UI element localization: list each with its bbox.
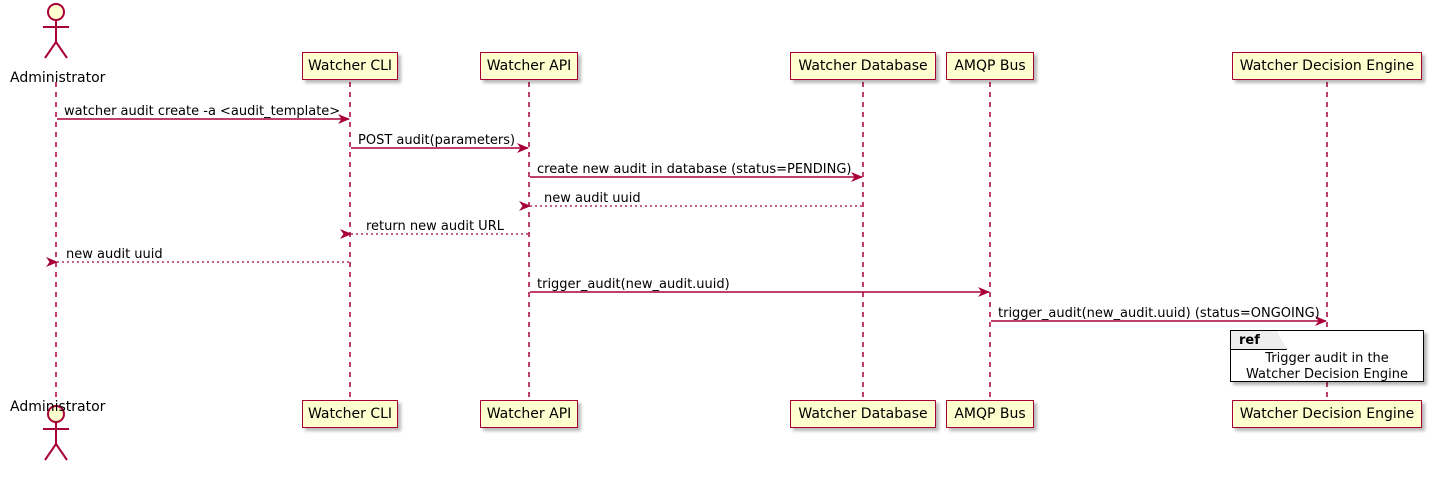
participant-box-watcher-database-bottom[interactable]: Watcher Database [790,400,936,428]
actor-label-administrator-bottom: Administrator [10,399,106,415]
message-label-7: trigger_audit(new_audit.uuid) [537,277,730,292]
actor-figure-administrator-top [43,3,69,59]
message-label-4: new audit uuid [544,191,641,206]
message-label-5: return new audit URL [366,219,504,234]
actor-figure-administrator-bottom [43,405,69,461]
participant-box-amqp-bus-bottom[interactable]: AMQP Bus [946,400,1034,428]
participant-box-watcher-api-top[interactable]: Watcher API [480,52,578,80]
participant-box-watcher-decision-engine-top[interactable]: Watcher Decision Engine [1232,52,1422,80]
ref-fragment-tab: ref [1231,331,1287,350]
ref-fragment-tab-label: ref [1239,332,1260,348]
participant-box-watcher-cli-bottom[interactable]: Watcher CLI [302,400,398,428]
participant-box-watcher-cli-top[interactable]: Watcher CLI [302,52,398,80]
message-label-6: new audit uuid [66,247,163,262]
ref-fragment: ref Trigger audit in the Watcher Decisio… [1230,330,1424,382]
message-arrows-group [46,114,1327,326]
participant-box-watcher-decision-engine-bottom[interactable]: Watcher Decision Engine [1232,400,1422,428]
lifelines-group [55,82,1328,400]
participant-box-amqp-bus-top[interactable]: AMQP Bus [946,52,1034,80]
message-label-1: watcher audit create -a <audit_template> [64,104,341,119]
message-label-2: POST audit(parameters) [358,133,516,148]
message-label-8: trigger_audit(new_audit.uuid) (status=ON… [998,306,1320,321]
ref-fragment-line-1: Trigger audit in the [1265,351,1389,366]
participant-box-watcher-database-top[interactable]: Watcher Database [790,52,936,80]
ref-fragment-line-2: Watcher Decision Engine [1246,367,1408,382]
message-label-3: create new audit in database (status=PEN… [537,162,852,177]
participant-box-watcher-api-bottom[interactable]: Watcher API [480,400,578,428]
actor-glyph-group [43,3,69,461]
actor-label-administrator-top: Administrator [10,70,106,86]
ref-fragment-body: Trigger audit in the Watcher Decision En… [1231,351,1423,383]
